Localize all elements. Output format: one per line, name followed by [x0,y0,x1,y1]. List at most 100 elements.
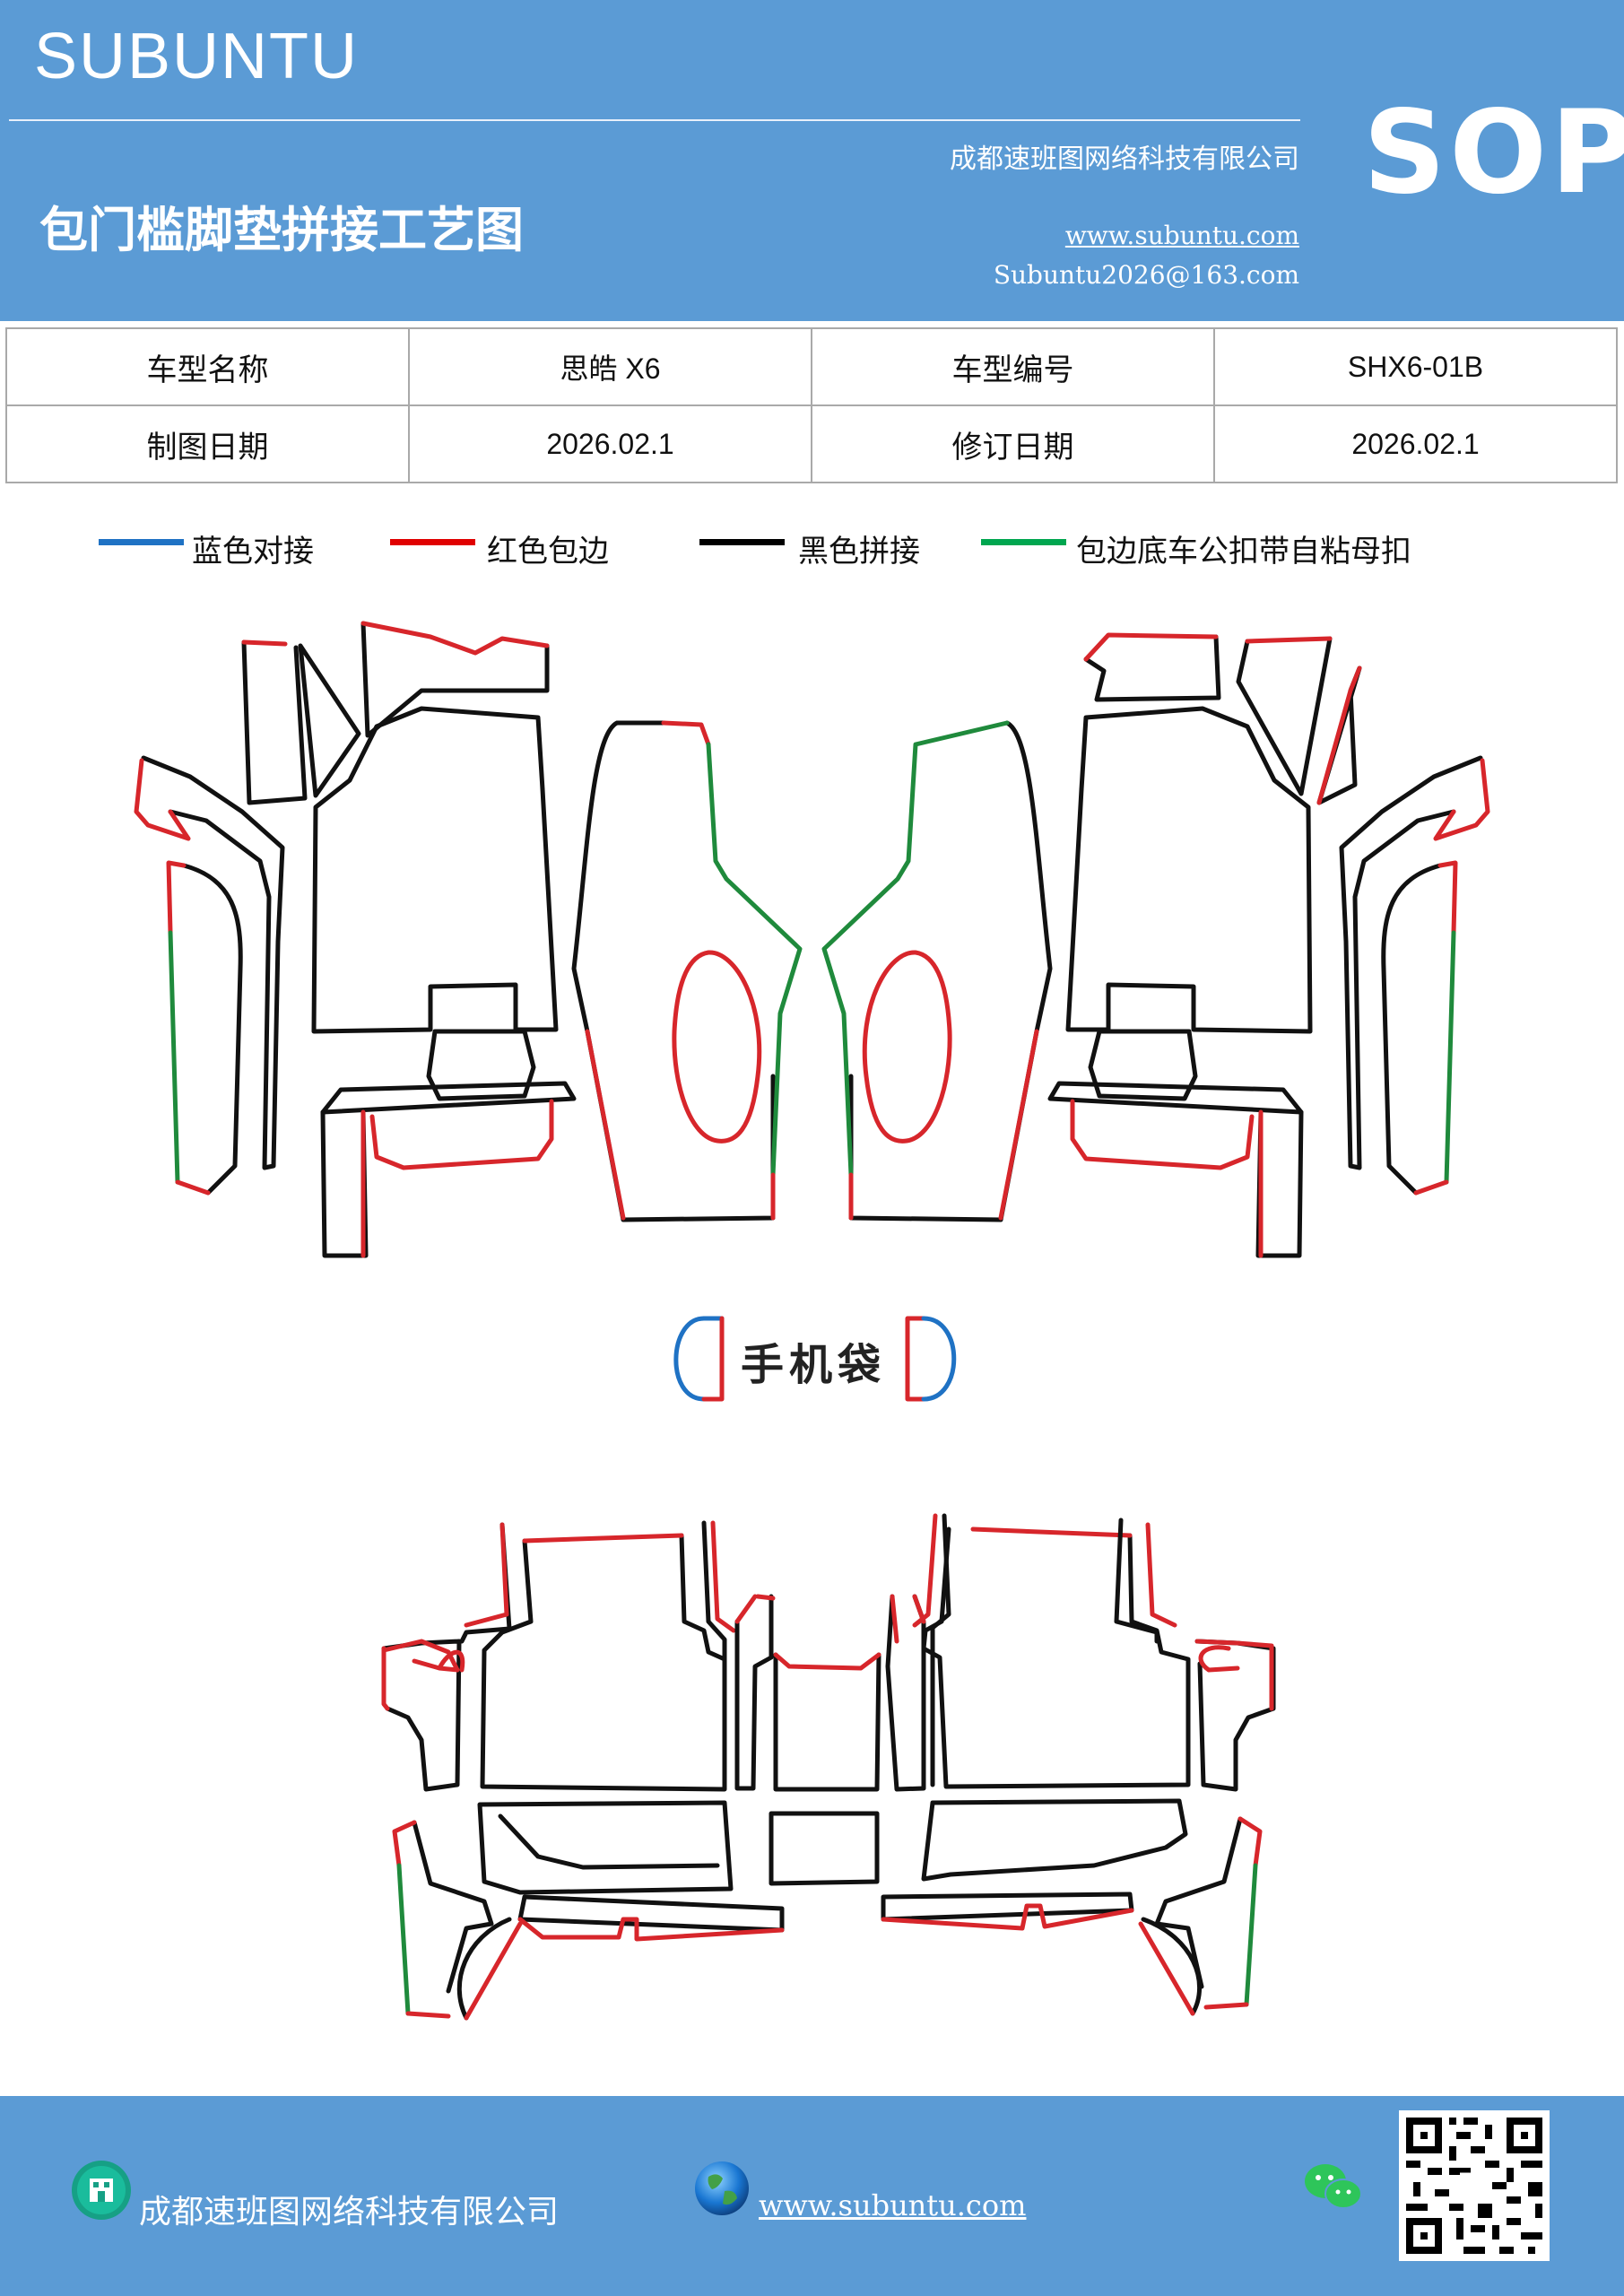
mat-edge [585,1029,776,1221]
mat-piece [426,1029,536,1101]
mat-piece [480,1533,727,1792]
mat-edge [517,1917,785,1942]
rear-mat-group [381,1513,1276,2021]
left-front-mat-group [134,621,803,1258]
mat-edge [1245,636,1333,644]
building-icon [72,2161,131,2220]
mat-edge [405,2011,451,2019]
mat-piece [181,863,243,1196]
draw-date-label: 制图日期 [5,404,410,483]
mat-piece [1339,755,1483,1170]
phone-bag-label: 手机袋 [741,1340,887,1390]
mat-piece [412,1820,494,1994]
mat-piece [1065,706,1313,1034]
mat-edge [862,950,952,1144]
header-website-link[interactable]: www.subuntu.com [1064,221,1299,250]
mat-edge [381,1639,465,1711]
mat-edge [1316,665,1362,805]
header-bar [0,0,1624,321]
footer-company: 成都速班图网络科技有限公司 [139,2194,560,2231]
mat-edge [175,1179,211,1196]
mat-edge [134,758,191,841]
model-name-label: 车型名称 [5,327,410,406]
mat-piece [141,755,285,1170]
mat-edge [661,720,711,747]
mat-piece [1047,1081,1304,1115]
legend-swatch-green [981,539,1066,545]
mat-edge [848,1029,1039,1221]
header-email: Subuntu2026@163.com [993,260,1299,290]
legend-label: 红色包边 [487,534,609,570]
legend-swatch-blue [99,539,184,545]
revise-date-value: 2026.02.1 [1213,404,1618,483]
globe-icon [695,2161,749,2215]
mat-edge [168,930,180,1185]
legend-label: 黑色拼接 [798,534,920,570]
mat-piece [311,706,559,1034]
page-title: 包门槛脚垫拼接工艺图 [39,202,524,258]
mat-piece [517,1894,785,1933]
model-name-value: 思皓 X6 [408,327,812,406]
mat-piece [320,1081,577,1115]
legend-label: 包边底车公扣带自粘母扣 [1076,534,1411,570]
mat-edge [464,1522,509,1628]
mat-piece [320,1109,369,1258]
mat-edge [912,1513,938,1628]
mat-edge [773,1652,881,1671]
mat-piece [930,1513,951,1787]
phone-bag-right-blue [921,1316,957,1402]
mat-edge [734,1594,776,1624]
draw-date-value: 2026.02.1 [408,404,812,483]
mat-edge [821,720,1010,1178]
mat-piece [1194,1639,1276,1792]
mat-edge [672,950,762,1144]
mat-edge [1444,930,1456,1185]
mat-edge [166,860,187,935]
legend-swatch-red [390,539,475,545]
phone-bag-left-red [701,1316,725,1402]
footer-website-link[interactable]: www.subuntu.com [759,2188,1027,2222]
mat-piece [360,621,550,738]
mat-piece [498,1813,720,1870]
mat-edge [881,1903,1134,1931]
doc-type-label: SOP [1363,86,1624,220]
table-row: 车型名称 思皓 X6 车型编号 SHX6-01B [5,327,1618,406]
mat-piece [1381,863,1443,1196]
mat-piece [769,1811,880,1886]
mat-piece [1255,1109,1304,1258]
mat-edge [392,1820,417,1868]
legend-swatch-black [699,539,785,545]
mat-edge [396,1863,411,2016]
mat-edge [360,621,550,656]
right-front-mat-group [821,632,1490,1258]
wechat-icon [1305,2164,1362,2209]
mat-edge [369,1099,554,1170]
mat-piece [1083,634,1221,702]
mat-edge [241,639,288,647]
mat-piece [921,1798,1188,1882]
mat-piece [1154,1816,1243,1989]
model-code-value: SHX6-01B [1213,327,1618,406]
mat-edge [1138,1921,1195,2016]
mat-edge [970,1526,1133,1538]
mat-edge [706,742,803,1178]
mat-edge [1238,1816,1263,1868]
qr-code [1399,2110,1550,2261]
mat-edge [710,1520,736,1633]
mat-piece [1088,1029,1198,1101]
mat-edge [1244,1863,1258,2007]
mat-piece [571,720,776,1222]
header-company: 成都速班图网络科技有限公司 [950,144,1299,175]
mat-edge [1145,1522,1177,1628]
mat-piece [701,1520,727,1783]
info-table: 车型名称 思皓 X6 车型编号 SHX6-01B 制图日期 2026.02.1 … [5,327,1618,483]
mat-piece [848,720,1053,1222]
brand-name: SUBUNTU [34,21,360,92]
phone-bag-icons [673,1316,957,1402]
mat-edge [1083,632,1219,662]
mat-piece [298,643,361,798]
mat-piece [734,1594,774,1791]
mat-edge [464,1921,523,2021]
mat-piece [773,1652,881,1792]
